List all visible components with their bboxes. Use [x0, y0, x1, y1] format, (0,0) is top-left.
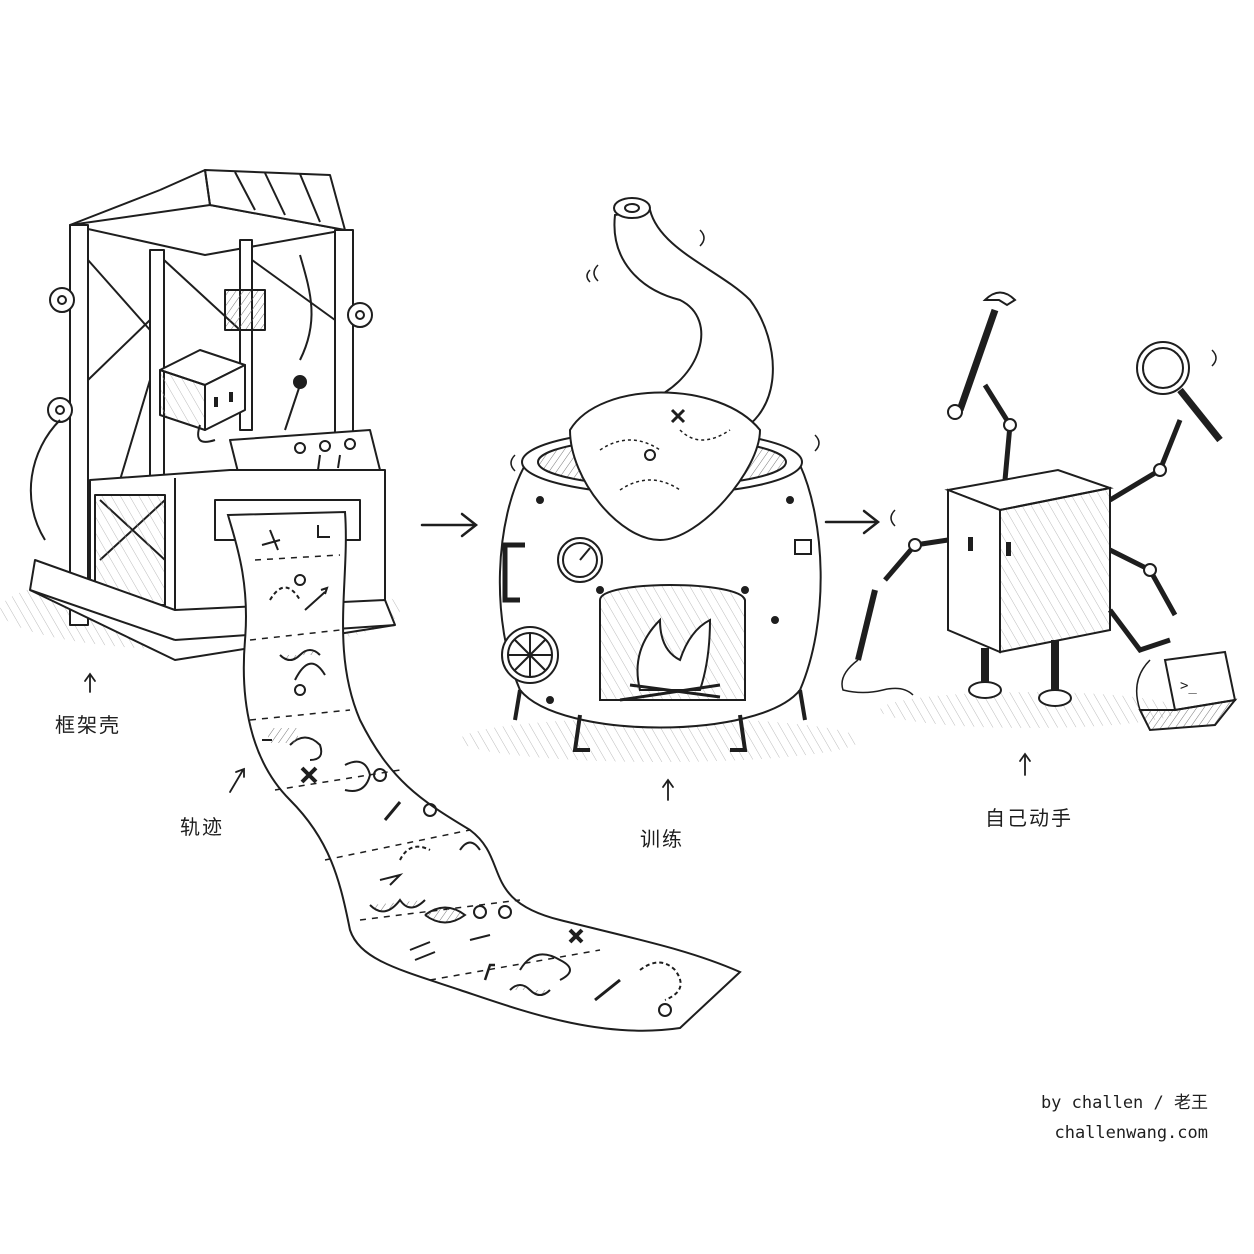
flow-arrow-1 [420, 512, 479, 538]
diy-label: 自己动手 [985, 806, 1073, 830]
diy-pointer-arrow [1019, 752, 1031, 776]
flow-arrow-2 [824, 509, 881, 535]
frame-pointer-arrow [84, 672, 96, 693]
frame-label: 框架壳 [55, 713, 121, 737]
trajectory-scroll [226, 510, 742, 1032]
author-credit: by challen / 老王 [1040, 1093, 1208, 1113]
laptop-prompt: >_ [1180, 678, 1197, 694]
training-pointer-arrow [662, 778, 674, 801]
training-cauldron [460, 197, 860, 762]
diy-robot: >_ [841, 291, 1238, 732]
training-label: 训练 [640, 827, 684, 851]
trajectory-pointer-arrow [229, 767, 245, 793]
site-credit[interactable]: challenwang.com [1054, 1123, 1208, 1143]
trajectory-label: 轨迹 [180, 815, 224, 839]
